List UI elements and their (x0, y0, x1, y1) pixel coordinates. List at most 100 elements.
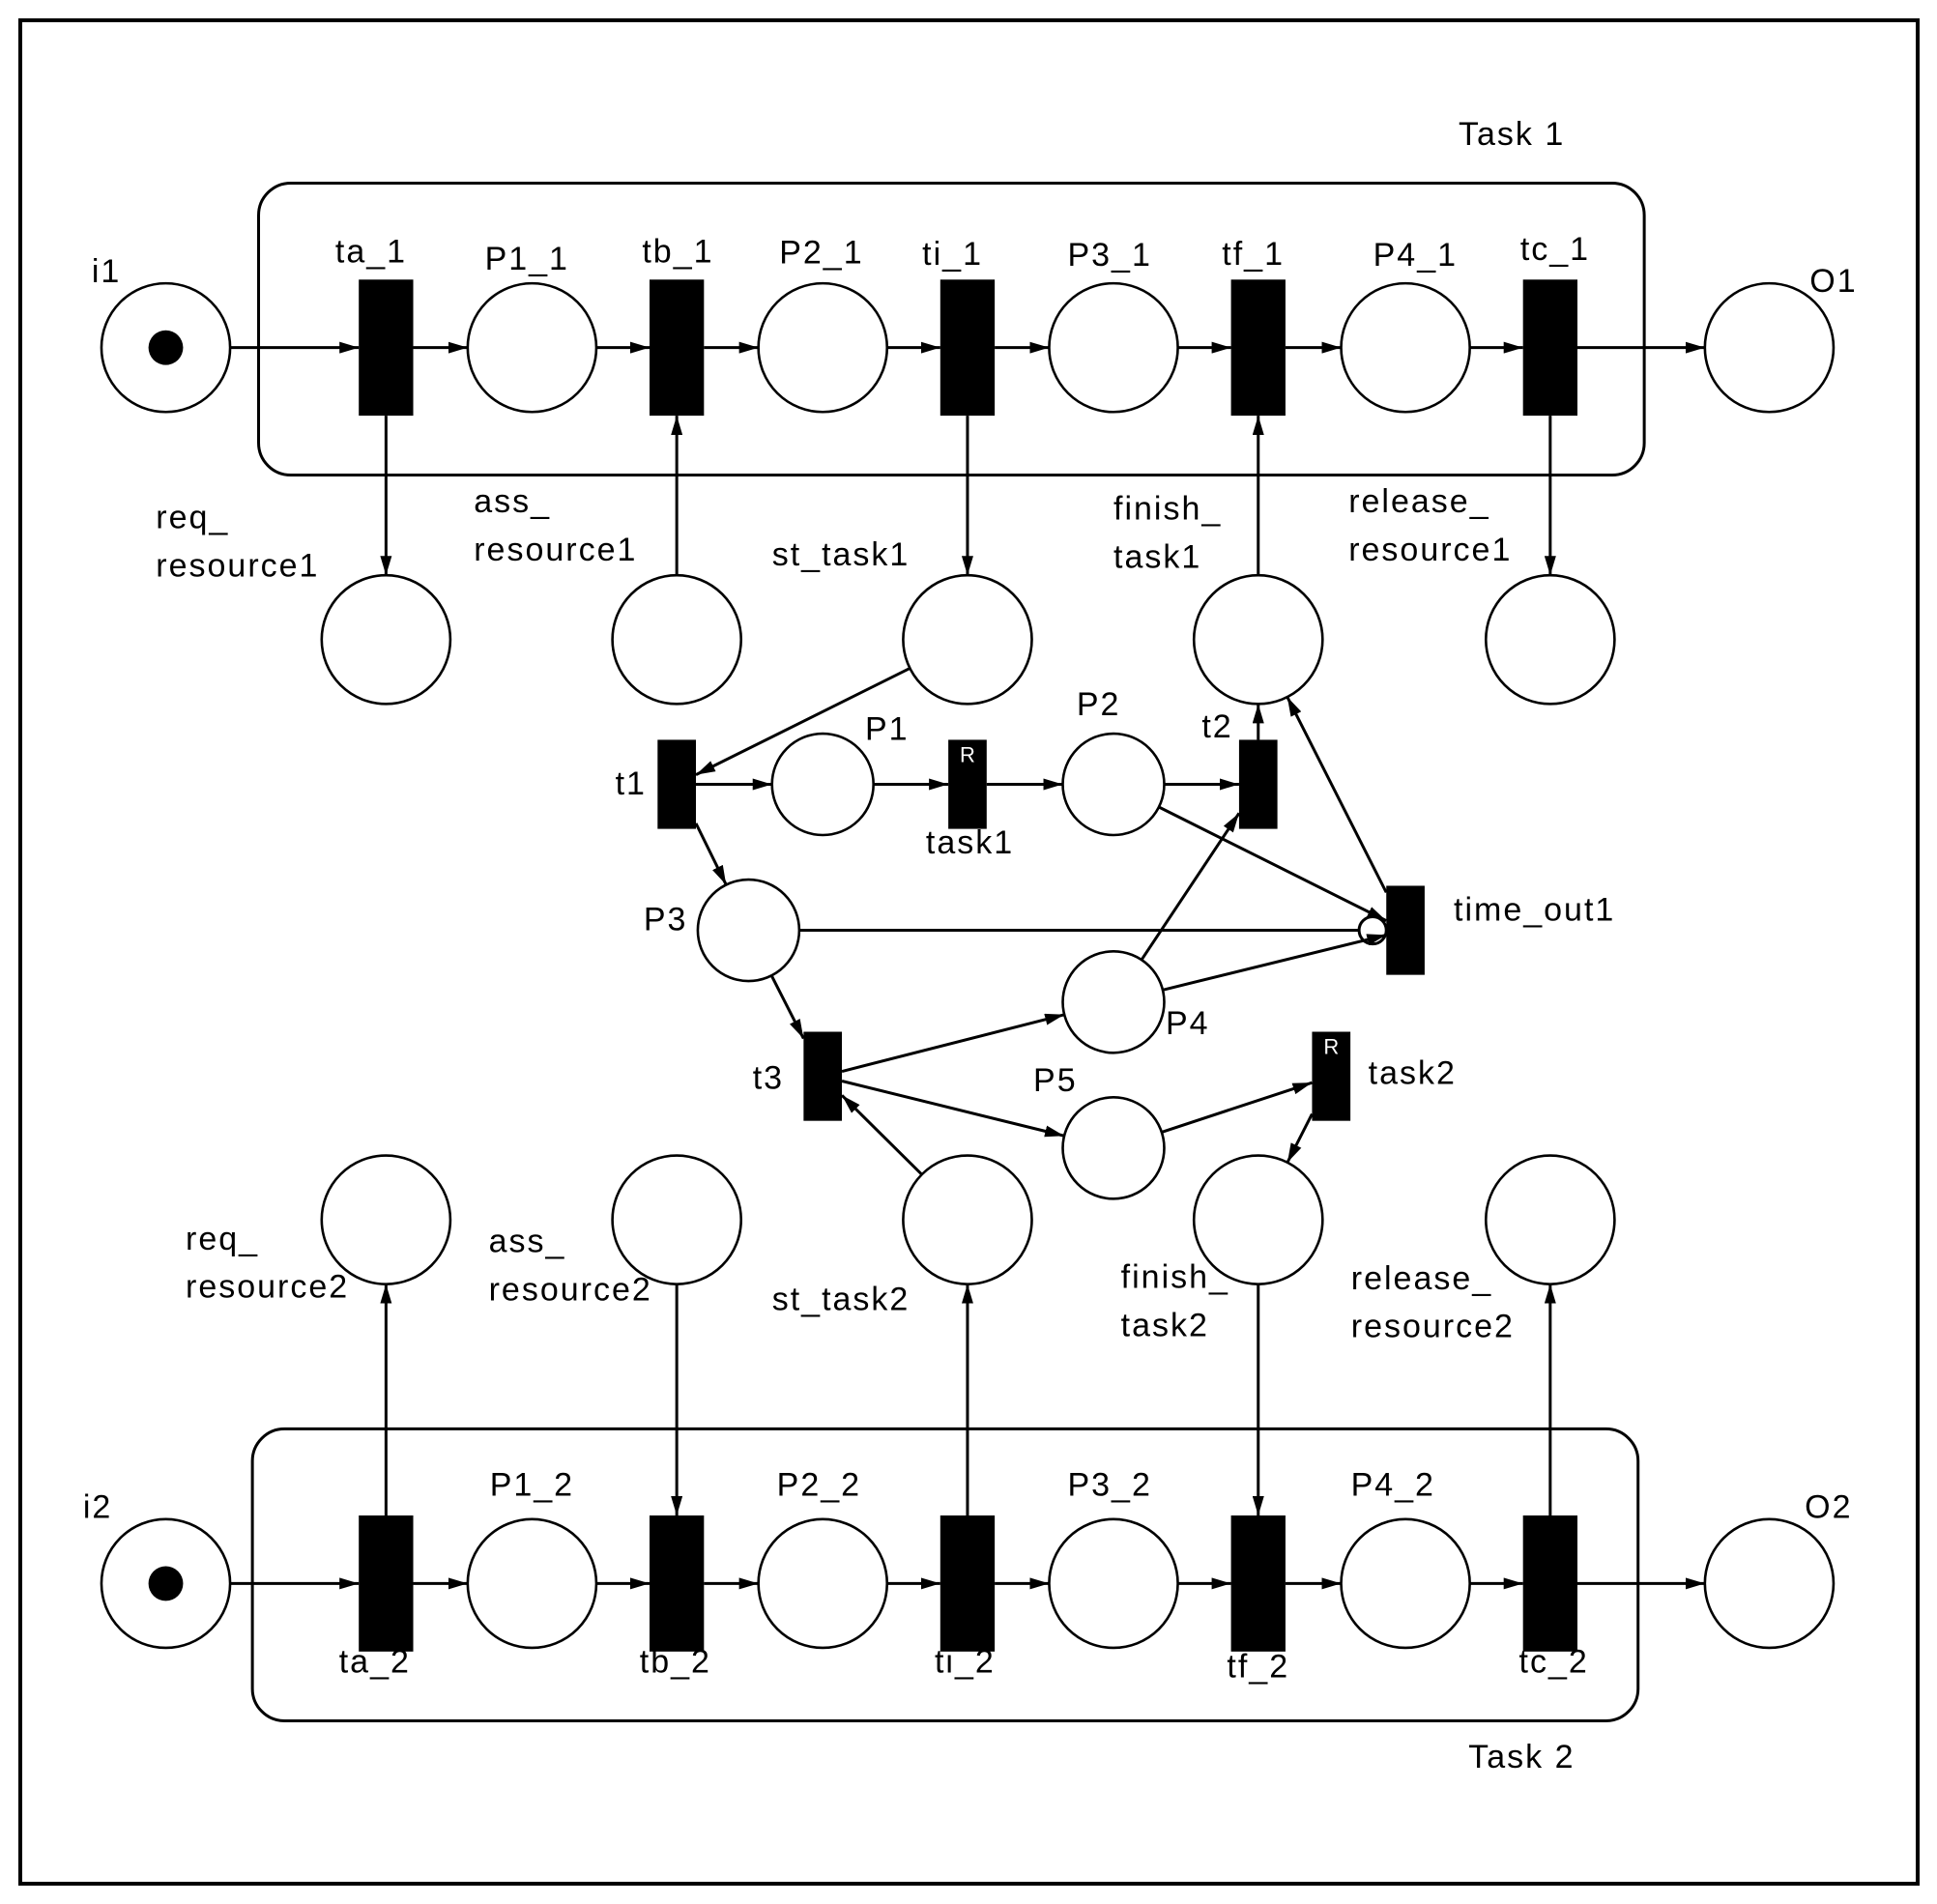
transition-label-time_out1: time_out1 (1454, 891, 1615, 928)
outer-frame (18, 18, 1920, 1886)
transition-t1 (657, 739, 696, 829)
place-label-p4: P4 (1166, 1005, 1210, 1042)
place-p3_1 (1048, 281, 1179, 414)
arc-p3-to-t3 (769, 974, 805, 1040)
transition-tc_2 (1522, 1515, 1577, 1652)
transition-time_out1 (1386, 885, 1425, 975)
transition-label-t1: t1 (616, 765, 647, 802)
transition-task2 (1312, 1031, 1351, 1121)
arc-p4-to-t2 (1140, 812, 1241, 961)
transition-tc_1 (1522, 279, 1577, 417)
transition-tf_2 (1230, 1515, 1286, 1652)
place-p3 (696, 878, 801, 983)
place-label-p4_2: P4_2 (1351, 1467, 1435, 1504)
task-box-2 (250, 1427, 1640, 1722)
place-p1 (770, 732, 875, 837)
place-label-ass2-line2: resource2 (489, 1271, 652, 1308)
transition-label-task1: task1 (926, 824, 1014, 861)
place-label-st1: st_task1 (772, 536, 911, 573)
place-label-p3: P3 (644, 902, 688, 938)
transition-label-tc_1: tc_1 (1520, 231, 1590, 268)
place-p4_2 (1340, 1517, 1471, 1650)
place-label-rel1-line1: release_ (1348, 483, 1489, 520)
place-label-p2: P2 (1077, 686, 1121, 723)
place-label-fin1-line1: finish_ (1113, 491, 1222, 528)
token-i2 (148, 1566, 184, 1601)
place-p4 (1061, 950, 1166, 1054)
arc-task2-to-fin2 (1286, 1112, 1314, 1164)
place-fin2 (1192, 1154, 1324, 1285)
place-label-req1-line2: resource1 (156, 547, 319, 584)
arc-time_out1-to-fin1 (1286, 696, 1388, 894)
transition-label-tf_1: tf_1 (1222, 236, 1285, 273)
arc-t1-to-p3 (694, 822, 728, 886)
transition-label-tb_2: tb_2 (640, 1644, 711, 1681)
place-label-p3_1: P3_1 (1067, 237, 1151, 274)
place-p2 (1061, 732, 1166, 837)
transition-tb_1 (650, 279, 705, 417)
place-p4_1 (1340, 281, 1471, 414)
place-label-ass1-line2: resource1 (474, 532, 637, 568)
transition-t2 (1238, 739, 1278, 829)
transition-tb_2 (650, 1515, 705, 1652)
arc-p4-to-time_out1 (1162, 933, 1387, 992)
place-label-o1: O1 (1809, 263, 1857, 300)
task-box-label-1: Task 1 (1459, 116, 1565, 153)
arc-t3-to-p4 (841, 1013, 1065, 1073)
transition-label-t2: t2 (1201, 708, 1232, 745)
task-box-1 (257, 181, 1646, 477)
transition-label-tb_1: tb_1 (642, 233, 713, 270)
arc-st2-to-t3 (840, 1094, 923, 1176)
place-label-ass2-line1: ass_ (489, 1223, 566, 1259)
place-label-rel1-line2: resource1 (1348, 532, 1512, 568)
place-p5 (1061, 1096, 1166, 1200)
place-p1_1 (466, 281, 598, 414)
place-label-p4_1: P4_1 (1373, 237, 1458, 274)
transition-ta_2 (359, 1515, 414, 1652)
arc-st1-to-t1 (695, 667, 911, 776)
transition-label-ti_2: ti_2 (935, 1644, 996, 1681)
place-p3_2 (1048, 1517, 1179, 1650)
place-label-fin2-line2: task2 (1121, 1307, 1209, 1343)
place-ass1 (611, 573, 743, 706)
transition-label-task2: task2 (1369, 1054, 1457, 1091)
place-st1 (902, 573, 1033, 706)
transition-t3 (803, 1031, 843, 1121)
transition-label-ta_1: ta_1 (335, 233, 407, 270)
place-req2 (320, 1154, 452, 1285)
transition-label-ta_2: ta_2 (339, 1644, 411, 1681)
place-label-st2: st_task2 (772, 1282, 911, 1318)
transition-ti_1 (940, 279, 996, 417)
place-o1 (1703, 281, 1836, 414)
place-label-p2_1: P2_1 (779, 235, 863, 272)
place-label-req2-line2: resource2 (186, 1269, 349, 1306)
transition-ti_2 (940, 1515, 996, 1652)
place-label-p3_2: P3_2 (1067, 1467, 1151, 1504)
place-label-p2_2: P2_2 (777, 1467, 861, 1504)
place-label-p1_1: P1_1 (485, 241, 569, 277)
place-label-fin1-line2: task1 (1113, 539, 1201, 576)
place-label-ass1-line1: ass_ (474, 483, 551, 520)
transition-ta_1 (359, 279, 414, 417)
place-label-rel2-line1: release_ (1351, 1260, 1492, 1297)
place-p2_2 (757, 1517, 889, 1650)
place-label-rel2-line2: resource2 (1351, 1309, 1515, 1345)
transition-tf_1 (1230, 279, 1286, 417)
place-p2_1 (757, 281, 889, 414)
place-label-fin2-line1: finish_ (1121, 1258, 1229, 1295)
place-rel1 (1484, 573, 1616, 706)
transition-label-t3: t3 (753, 1059, 784, 1096)
transition-label-ti_1: ti_1 (922, 236, 983, 273)
transition-marker-task1: R (960, 742, 975, 766)
place-fin1 (1192, 573, 1324, 706)
transition-label-tc_2: tc_2 (1519, 1644, 1589, 1681)
place-req1 (320, 573, 452, 706)
place-label-p1_2: P1_2 (490, 1467, 574, 1504)
transition-label-tf_2: tf_2 (1227, 1649, 1289, 1686)
arc-t3-to-p5 (841, 1080, 1065, 1138)
place-st2 (902, 1154, 1033, 1285)
place-label-i1: i1 (92, 253, 121, 290)
place-label-i2: i2 (83, 1489, 112, 1526)
place-label-req1-line1: req_ (156, 500, 229, 536)
place-label-p1: P1 (865, 710, 910, 747)
